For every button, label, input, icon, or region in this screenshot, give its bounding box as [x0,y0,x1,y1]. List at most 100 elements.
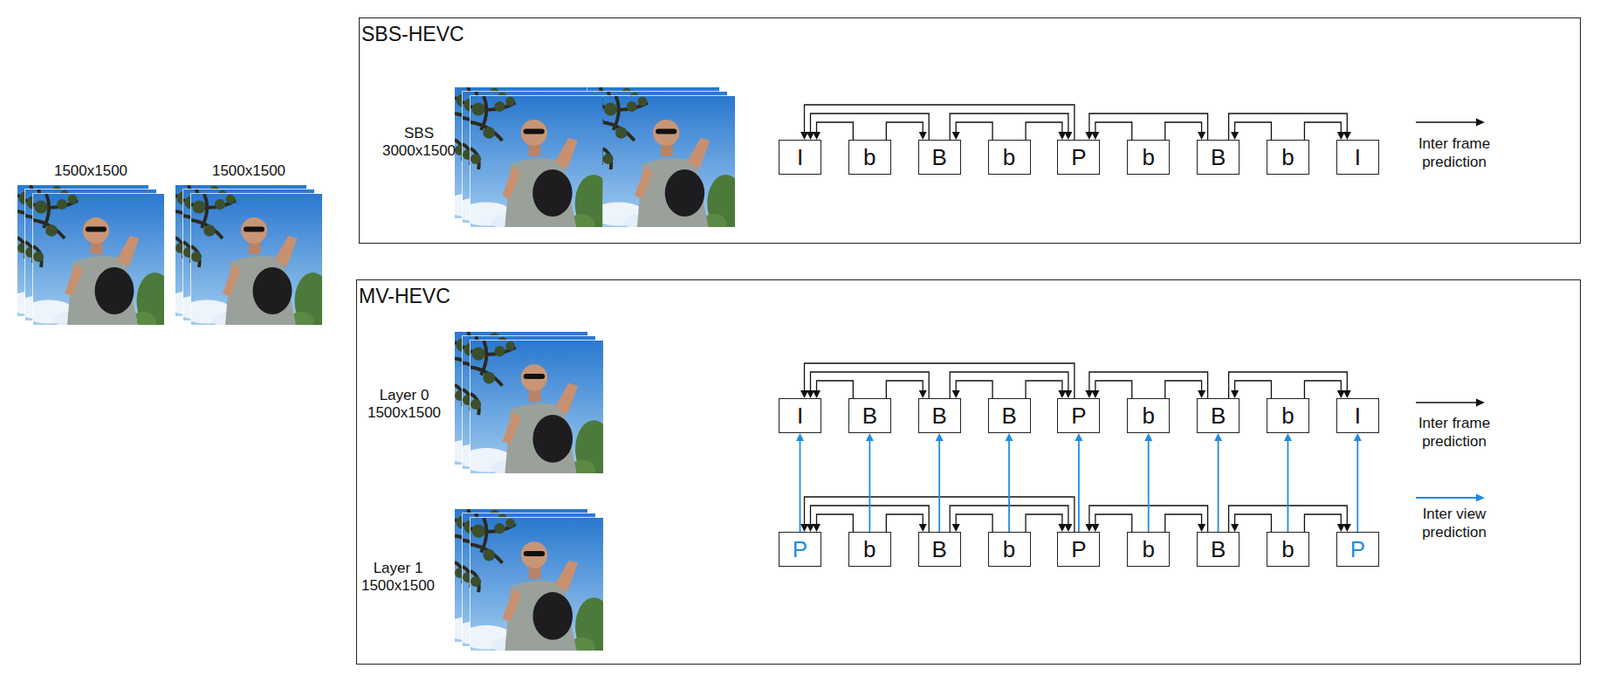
arrowhead [1284,432,1292,441]
photo-stack [444,508,613,659]
inter-frame-line [1089,371,1209,399]
frame-box: b [1126,139,1170,175]
inter-view-line [868,440,871,532]
prediction-arrow [1005,432,1014,532]
arrowhead [1057,390,1066,399]
prediction-arrow [885,514,927,532]
arrowhead [1084,523,1093,532]
prediction-arrow [1025,122,1066,140]
frame-box: P [1057,139,1100,175]
frame-box: B [918,139,962,175]
frame-type: I [796,145,804,169]
frame-type: b [1281,404,1294,427]
frame-type: P [792,537,808,561]
arrowhead [919,390,928,399]
prediction-arrow [1229,371,1352,399]
arrowhead [1091,131,1099,140]
inter-frame-line [1165,514,1202,532]
arrowhead [796,432,804,441]
inter-frame-line [1025,380,1063,399]
panel-box: MV-HEVCIBBBPbBbIPbBbPbBbP [356,279,1581,665]
inter-view-line [1356,440,1359,532]
prediction-arrow [952,514,993,532]
frame-type: b [1142,537,1155,561]
prediction-arrow [1229,113,1352,140]
arrowhead [800,390,809,399]
frame-box: I [1336,139,1380,175]
arrowhead [1064,390,1072,399]
prediction-arrow [1230,122,1271,140]
inter-view-line [799,440,802,532]
frame-box: I [778,139,822,175]
arrowhead [1091,390,1099,399]
prediction-arrow [800,104,1075,140]
frame-type: P [1071,537,1086,561]
arrowhead [1091,523,1099,532]
prediction-arrow [1353,432,1362,532]
prediction-arrow [806,505,929,532]
panel-title: SBS-HEVC [361,22,465,46]
photo [180,193,332,333]
arrowhead [952,390,961,399]
prediction-arrow [812,122,853,140]
arrowhead [1064,523,1072,532]
prediction-arrow [952,380,993,399]
frame-type: b [863,145,876,169]
inter-frame-line [949,113,1069,140]
frame-box: P [1057,398,1100,433]
frame-box: B [1196,398,1240,433]
frame-type: b [1142,145,1155,169]
prediction-arrow [796,432,804,532]
arrowhead [806,523,815,532]
prediction-arrow [1084,113,1208,140]
arrowhead [806,390,815,399]
photo [460,340,613,481]
prediction-arrow [1214,432,1223,532]
arrowhead [1343,131,1352,140]
frame-type: b [863,537,876,561]
legend-line [1415,121,1478,124]
prediction-arrow [800,363,1075,399]
inter-frame-line [885,514,923,532]
prediction-arrow [1165,380,1206,399]
inter-frame-line [804,104,1075,140]
arrowhead [1144,432,1153,441]
arrowhead [1005,432,1014,441]
prediction-arrow [1025,380,1066,399]
arrowhead [919,131,928,140]
prediction-arrow [1229,505,1352,532]
panel-box: SBS-HEVCIbBbPbBbI [358,17,1581,244]
prediction-arrow [1084,371,1208,399]
arrowhead [1084,390,1093,399]
inter-frame-line [1165,380,1202,399]
sbs-photo-stack [444,87,745,235]
frame-box: I [1336,398,1380,433]
legend-arrowhead [1476,118,1485,127]
inter-view-line [1008,440,1010,532]
size-label: 1500x1500 [196,162,302,180]
arrowhead [1230,523,1239,532]
arrowhead [1197,131,1206,140]
frame-box: P [1057,531,1100,567]
inter-frame-line [1095,514,1133,532]
prediction-arrow [806,113,929,140]
arrowhead [1197,523,1206,532]
prediction-arrow [1284,432,1292,532]
frame-box: B [988,398,1031,433]
legend-text: Inter view prediction [1405,504,1504,543]
inter-frame-line [817,380,854,399]
frame-box: b [1266,398,1310,433]
frame-box: b [1126,531,1170,567]
arrowhead [812,523,821,532]
arrowhead [1084,131,1093,140]
frame-box: b [848,139,892,175]
prediction-arrow [1091,514,1132,532]
arrowhead [1197,390,1206,399]
frame-type: B [1210,145,1226,169]
inter-frame-line [810,113,930,140]
prediction-arrow [812,514,853,532]
prediction-arrow [1304,122,1345,140]
photo-stack [6,185,174,333]
prediction-arrow [1084,505,1208,532]
